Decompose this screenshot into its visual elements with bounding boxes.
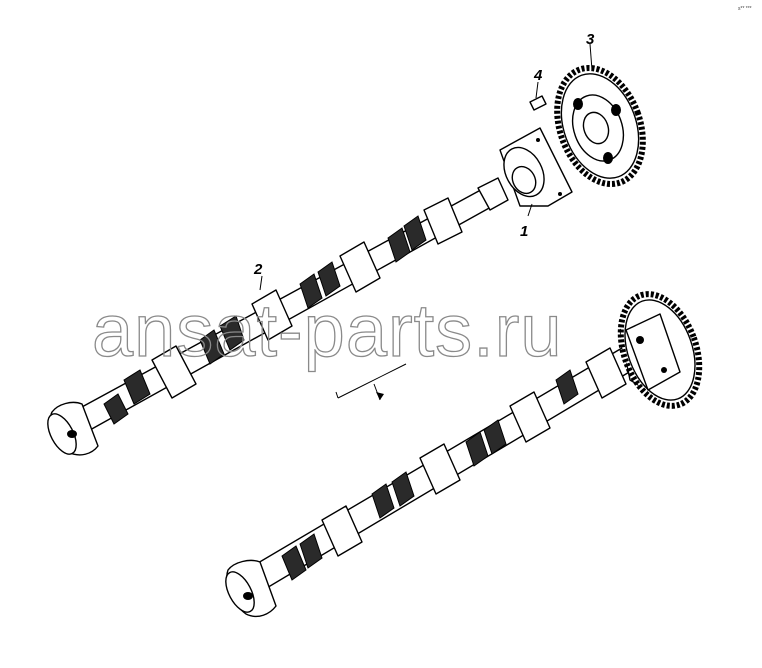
camshaft-upper: [47, 177, 509, 456]
watermark: ansat-parts.ru: [92, 289, 563, 372]
camshaft-gear-lower: [617, 291, 703, 409]
thrust-plate: [499, 127, 573, 207]
camshaft-gear-upper: [554, 64, 646, 188]
woodruff-key: [529, 95, 547, 111]
callout-3: 3: [586, 31, 595, 48]
assembly-arrow: [335, 363, 407, 401]
corner-mark: s** ***: [738, 6, 752, 12]
callout-2: 2: [253, 261, 263, 278]
camshaft-lower: [225, 347, 637, 618]
callout-1: 1: [520, 223, 528, 240]
callout-4: 4: [533, 67, 543, 84]
leader-lines: [259, 43, 593, 291]
